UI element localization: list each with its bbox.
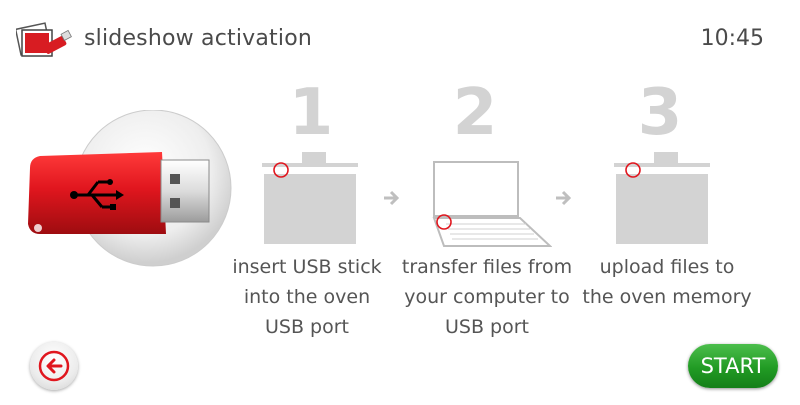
step-2-caption: transfer files from your computer to USB…: [401, 256, 573, 338]
oven-usb-port-icon: [614, 150, 714, 250]
usb-stick-icon: [16, 109, 238, 280]
start-button[interactable]: START: [688, 344, 778, 388]
laptop-icon: [428, 160, 553, 252]
arrow-left-icon: [38, 350, 70, 382]
arrow-right-icon: [382, 188, 402, 208]
step-2-number: 2: [452, 76, 498, 150]
step-1-number: 1: [288, 76, 334, 150]
page-title: slideshow activation: [84, 26, 312, 51]
step-1-caption: insert USB stick into the oven USB port: [232, 256, 382, 338]
arrow-right-icon: [554, 188, 574, 208]
step-3-caption: upload files to the oven memory: [582, 256, 752, 308]
slideshow-usb-icon: [14, 18, 76, 66]
oven-usb-port-icon: [262, 150, 362, 250]
clock: 10:45: [700, 26, 764, 51]
back-button[interactable]: [30, 342, 78, 390]
step-3-number: 3: [637, 76, 683, 150]
